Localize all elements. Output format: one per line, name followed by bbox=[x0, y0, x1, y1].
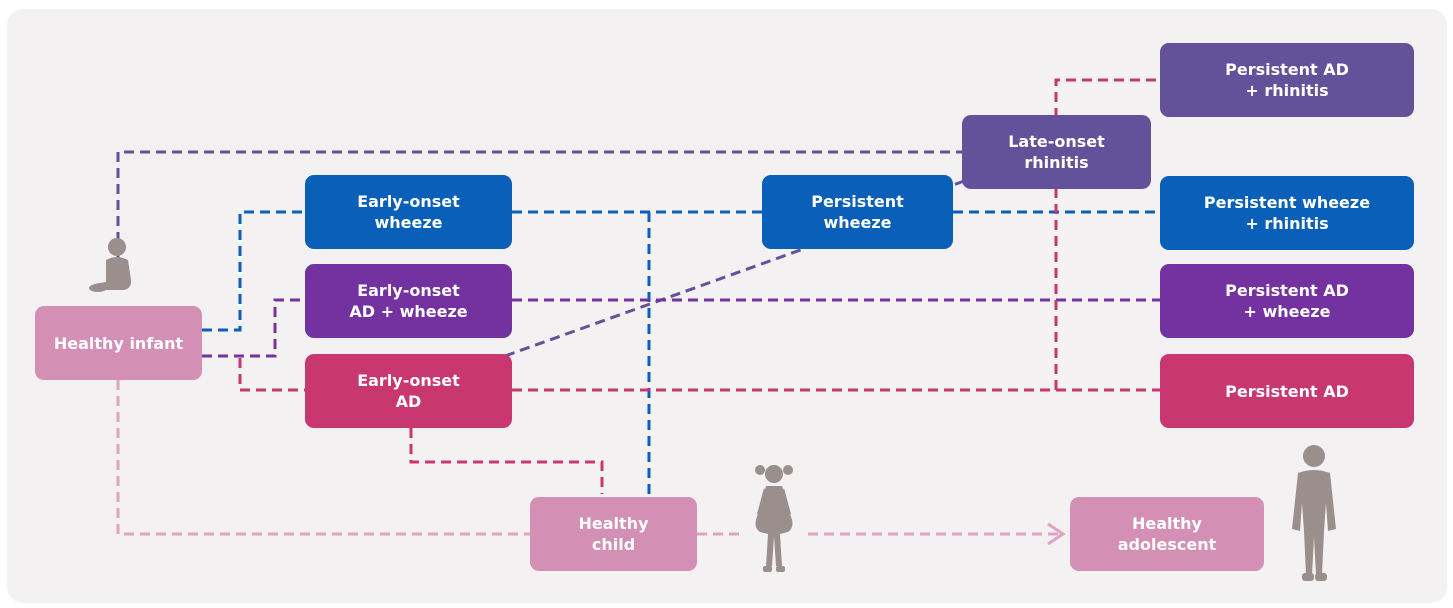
node-persistent-ad-wheeze: Persistent AD + wheeze bbox=[1160, 264, 1414, 338]
adolescent-icon bbox=[1292, 445, 1336, 581]
node-late-onset-rhinitis: Late-onset rhinitis bbox=[962, 115, 1151, 189]
arrow-head-adolescent bbox=[1047, 522, 1066, 546]
link-infant-to-early-wheeze bbox=[202, 210, 305, 332]
link-infant-to-child bbox=[116, 380, 530, 536]
node-early-onset-ad: Early-onset AD bbox=[305, 354, 512, 428]
node-healthy-adolescent: Healthy adolescent bbox=[1070, 497, 1264, 571]
node-early-onset-wheeze: Early-onset wheeze bbox=[305, 175, 512, 249]
link-ad-to-persistent-ad-rhinitis bbox=[1054, 78, 1160, 390]
link-infant-to-early-ad-wheeze bbox=[202, 298, 305, 358]
infant-icon bbox=[89, 238, 132, 292]
link-infant-to-early-ad bbox=[238, 358, 305, 392]
node-persistent-ad: Persistent AD bbox=[1160, 354, 1414, 428]
link-infant-to-late-rhinitis bbox=[116, 150, 962, 290]
child-icon bbox=[755, 465, 793, 572]
node-persistent-ad-rhinitis: Persistent AD + rhinitis bbox=[1160, 43, 1414, 117]
node-persistent-wheeze-rhinitis: Persistent wheeze + rhinitis bbox=[1160, 176, 1414, 250]
link-early-ad-to-child bbox=[409, 428, 604, 494]
node-healthy-infant: Healthy infant bbox=[35, 306, 202, 380]
node-early-onset-ad-wheeze: Early-onset AD + wheeze bbox=[305, 264, 512, 338]
node-persistent-wheeze: Persistent wheeze bbox=[762, 175, 953, 249]
node-healthy-child: Healthy child bbox=[530, 497, 697, 571]
link-ad-to-persistent-wheeze bbox=[504, 246, 807, 358]
